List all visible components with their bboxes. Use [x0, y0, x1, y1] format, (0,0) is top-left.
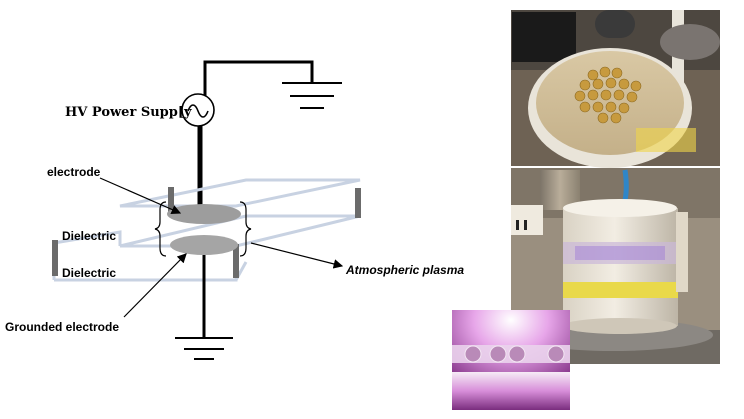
- reactor-photo: [511, 168, 720, 364]
- frame-posts: [52, 187, 361, 278]
- electrode-label: electrode: [47, 165, 101, 179]
- top-wire: [203, 60, 314, 96]
- grounded-electrode-label: Grounded electrode: [5, 320, 119, 334]
- grounded-electrode-disk: [170, 235, 238, 255]
- plasma-label: Atmospheric plasma: [345, 263, 464, 277]
- top-ground-symbol-icon: [282, 82, 342, 109]
- dielectric-bottom-label: Dielectric: [62, 266, 116, 280]
- callout-arrows: [99, 177, 344, 318]
- dielectric-top-label: Dielectric: [62, 229, 116, 243]
- power-supply-label: HV Power Supp[y: [65, 105, 192, 120]
- hv-electrode: [167, 204, 241, 224]
- plasma-glow-photo: [452, 310, 570, 410]
- ac-source-icon: [181, 93, 215, 127]
- gap-braces: [154, 201, 252, 257]
- seeds-photo: [511, 10, 720, 168]
- bottom-ground-symbol-icon: [175, 337, 233, 360]
